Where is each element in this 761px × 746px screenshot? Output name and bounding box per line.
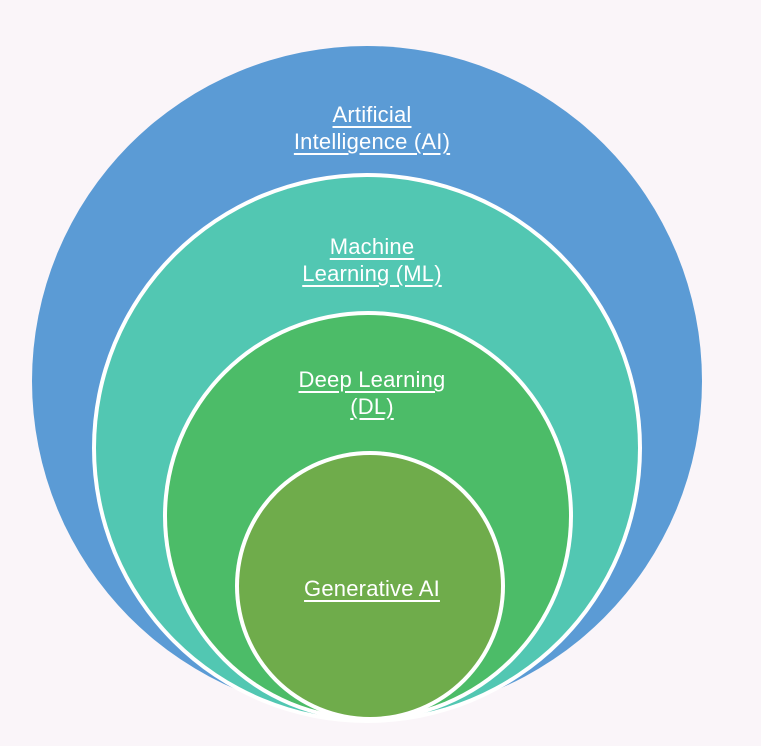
label-artificial-intelligence: Artificial Intelligence (AI) (222, 101, 522, 155)
label-line: Artificial (332, 102, 412, 127)
circle-generative-ai (239, 455, 501, 717)
label-line: (DL) (350, 394, 394, 419)
label-line: Deep Learning (298, 367, 446, 392)
label-line: Generative AI (304, 576, 440, 601)
label-generative-ai: Generative AI (222, 575, 522, 602)
label-line: Intelligence (AI) (293, 129, 451, 154)
label-deep-learning: Deep Learning (DL) (222, 366, 522, 420)
label-line: Machine (329, 234, 415, 259)
label-line: Learning (ML) (302, 261, 442, 286)
label-machine-learning: Machine Learning (ML) (222, 233, 522, 287)
